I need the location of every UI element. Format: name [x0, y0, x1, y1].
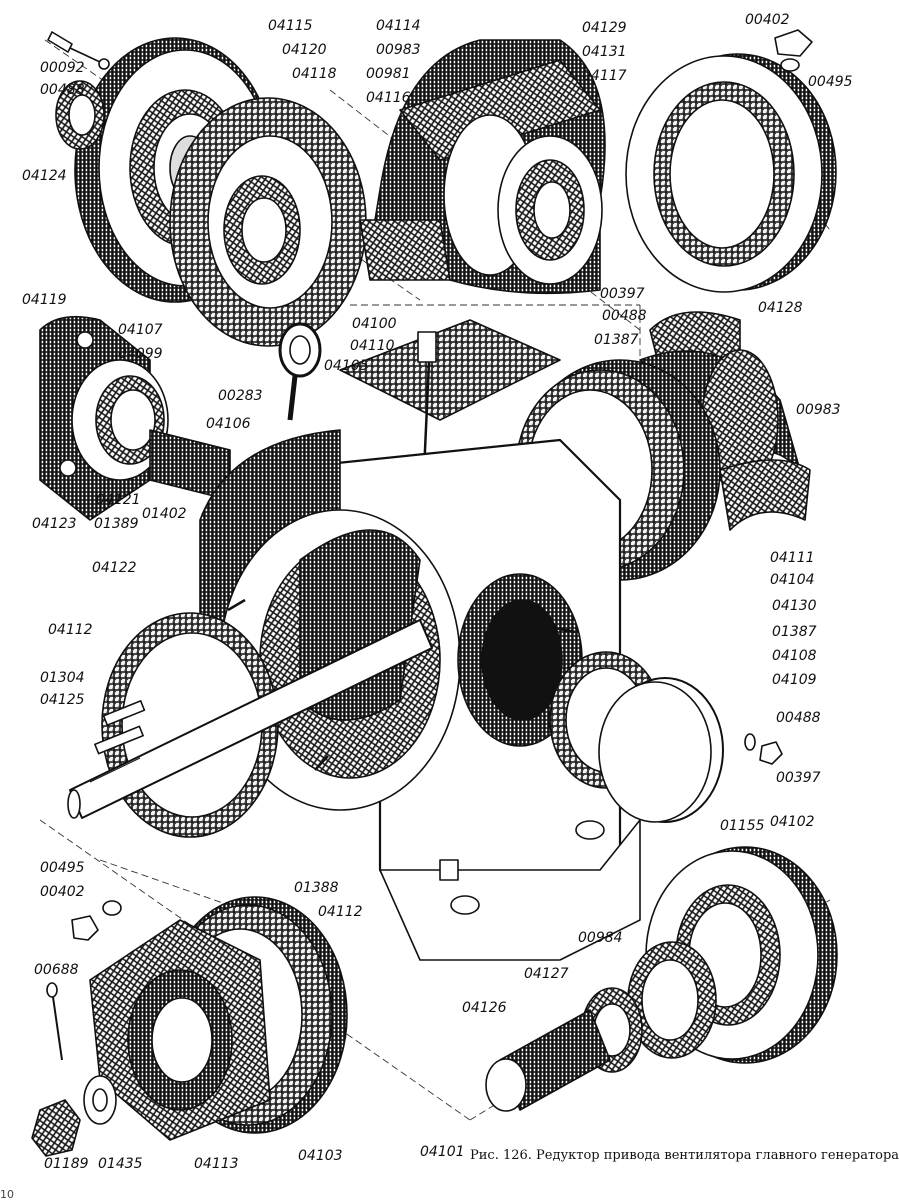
part-label: 04113 — [194, 1156, 239, 1172]
part-label: 04106 — [206, 416, 251, 432]
part-label: 04118 — [292, 66, 337, 82]
part-label: 04122 — [92, 560, 137, 576]
part-label: 01155 — [720, 818, 765, 834]
part-label: 00488 — [602, 308, 647, 324]
part-label: 00402 — [40, 884, 85, 900]
part-label: 00488 — [776, 710, 821, 726]
part-label: 04117 — [582, 68, 627, 84]
washer-01435 — [83, 1075, 117, 1125]
part-label: 00092 — [40, 60, 85, 76]
part-label: 04128 — [758, 300, 803, 316]
part-label: 04116 — [366, 90, 411, 106]
part-label: 04124 — [22, 168, 67, 184]
part-label: 04126 — [462, 1000, 507, 1016]
figure-caption: Рис. 126. Редуктор привода вентилятора г… — [470, 1148, 899, 1163]
part-label: 04119 — [22, 292, 67, 308]
washer-nut-00488-00397 — [744, 733, 783, 765]
part-label: 04110 — [350, 338, 395, 354]
part-label: 04123 — [32, 516, 77, 532]
part-label: 00397 — [600, 286, 645, 302]
coupling-04113 — [89, 919, 271, 1141]
part-label: 01388 — [294, 880, 339, 896]
cotter-pin-00688 — [46, 982, 63, 1061]
castle-nut-01189 — [31, 1099, 81, 1157]
key-01304 — [102, 700, 146, 726]
gasket-04120 — [169, 97, 367, 347]
part-label: 00495 — [808, 74, 853, 90]
bolt-00092 — [47, 31, 110, 70]
part-label: 00402 — [745, 12, 790, 28]
part-label: 00983 — [376, 42, 421, 58]
part-label: 04127 — [524, 966, 569, 982]
bearing-04124 — [55, 80, 105, 150]
part-label: 01435 — [98, 1156, 143, 1172]
bearing-00984 — [627, 941, 717, 1059]
exploded-assembly-drawing — [31, 29, 838, 1157]
part-label: 04120 — [282, 42, 327, 58]
part-label: 04101 — [420, 1144, 465, 1160]
part-label: 00488 — [40, 82, 85, 98]
shaft-04126 — [485, 1009, 611, 1112]
part-label: 04121 — [96, 492, 141, 508]
bearing-housing-04123 — [39, 315, 169, 521]
part-label: 01387 — [594, 332, 639, 348]
part-label: 04129 — [582, 20, 627, 36]
nut-washer-00402-00495 — [774, 29, 813, 72]
part-label: 04103 — [298, 1148, 343, 1164]
part-label: 04112 — [318, 904, 363, 920]
part-label: 04104 — [770, 572, 815, 588]
part-label: 04130 — [772, 598, 817, 614]
part-label: 00981 — [366, 66, 411, 82]
part-label: 00983 — [796, 402, 841, 418]
part-label: 01189 — [44, 1156, 89, 1172]
part-label: 01389 — [94, 516, 139, 532]
split-bearing-housing-04114 — [359, 39, 606, 295]
part-label: 00688 — [34, 962, 79, 978]
cover-04109 — [598, 677, 724, 823]
part-label: 01402 — [142, 506, 187, 522]
part-label: 04111 — [770, 550, 815, 566]
part-label: 04099 — [118, 346, 163, 362]
part-label: 04125 — [40, 692, 85, 708]
part-label: 04105 — [324, 358, 369, 374]
part-label: 04109 — [772, 672, 817, 688]
flange-04129 — [625, 53, 837, 293]
part-label: 04100 — [352, 316, 397, 332]
part-label: 00283 — [218, 388, 263, 404]
gearbox-housing-04101 — [199, 429, 641, 961]
part-label: 01304 — [40, 670, 85, 686]
output-shaft-04125 — [67, 619, 433, 819]
studs — [227, 598, 576, 771]
part-label: 04107 — [118, 322, 163, 338]
eye-bolt-00283 — [278, 322, 322, 421]
part-label: 00984 — [578, 930, 623, 946]
part-label: 00495 — [40, 860, 85, 876]
part-label: 04112 — [48, 622, 93, 638]
part-label: 04102 — [770, 814, 815, 830]
page-number: 10 — [0, 1188, 14, 1201]
part-label: 04131 — [582, 44, 627, 60]
part-label: 04114 — [376, 18, 421, 34]
nut-washer-00402-00495-bottom — [71, 900, 122, 941]
part-label: 00397 — [776, 770, 821, 786]
part-label: 01387 — [772, 624, 817, 640]
part-label: 04108 — [772, 648, 817, 664]
part-label: 04115 — [268, 18, 313, 34]
